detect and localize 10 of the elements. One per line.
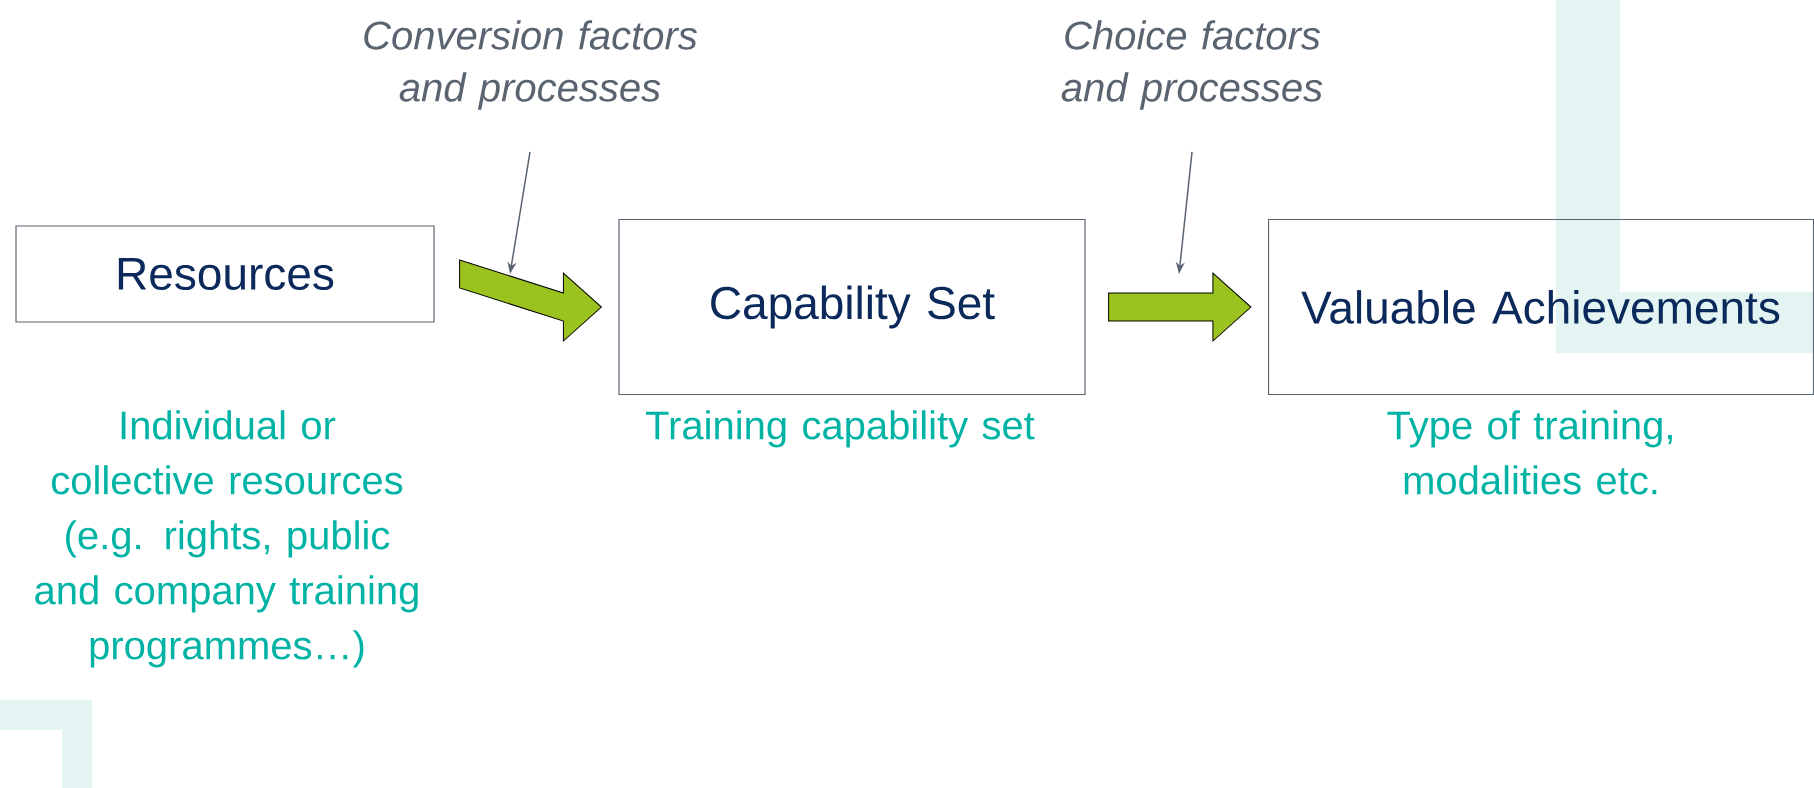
factor-label: Choice factors and processes (1061, 20, 1323, 110)
description-text: Type of training, modalities etc. (1387, 410, 1672, 495)
block-arrow (1108, 272, 1252, 342)
block-arrow (459, 259, 602, 342)
process-box: Resources (15, 225, 435, 323)
process-box: Valuable Achievements (1267, 218, 1814, 396)
process-box: Capability Set (618, 218, 1086, 396)
factor-label: Conversion factors and processes (364, 20, 697, 110)
description-text: Training capability set (646, 410, 1035, 448)
description-text: Individual or collective resources (e.g. rights, public and company training programmes…) (35, 410, 418, 668)
